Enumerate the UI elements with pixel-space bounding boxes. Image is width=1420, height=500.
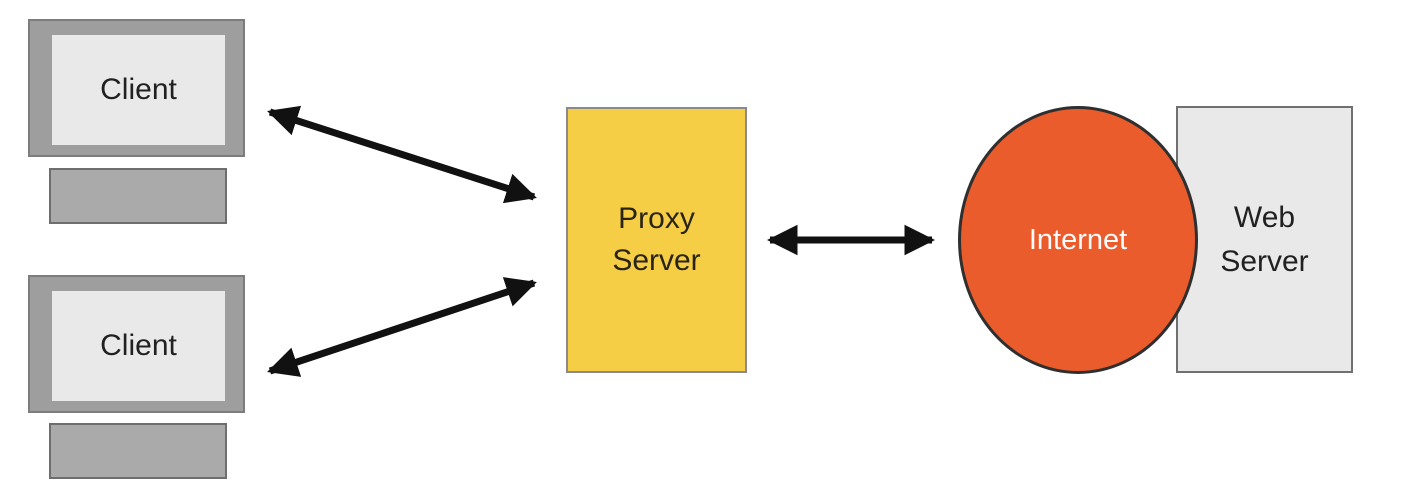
monitor-screen: Client: [52, 35, 225, 145]
web-server-node: Web Server: [1176, 106, 1353, 373]
internet-label: Internet: [1028, 223, 1128, 256]
proxy-server-label-line2: Server: [612, 244, 701, 277]
monitor-frame-icon: Client: [28, 275, 245, 413]
web-server-label-line2: Server: [1220, 244, 1309, 278]
arrow-client2-proxy: [267, 277, 537, 377]
client-node-2: Client: [28, 275, 278, 481]
client-node-1: Client: [28, 19, 278, 225]
arrow-client1-proxy: [267, 105, 537, 204]
web-server-label-line1: Web: [1233, 200, 1296, 234]
internet-node: Internet: [958, 106, 1198, 374]
monitor-base-icon: [49, 423, 227, 479]
proxy-server-node: Proxy Server: [566, 107, 747, 373]
monitor-screen: Client: [52, 291, 225, 401]
monitor-frame-icon: Client: [28, 19, 245, 157]
proxy-server-label-line1: Proxy: [618, 202, 695, 235]
monitor-base-icon: [49, 168, 227, 224]
